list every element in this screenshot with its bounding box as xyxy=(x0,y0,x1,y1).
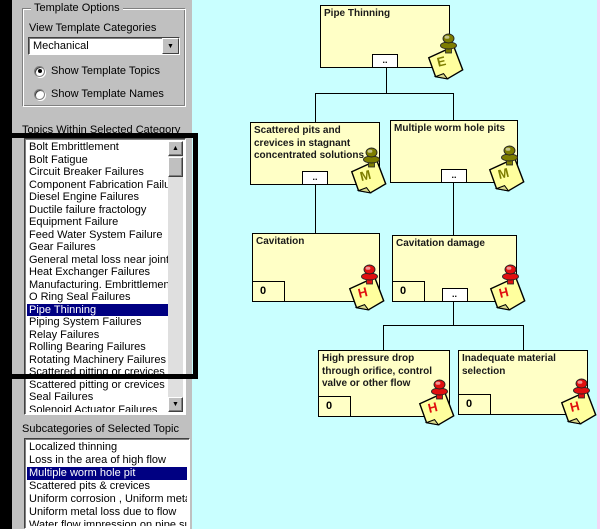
subcategories-rows: Localized thinning Loss in the area of h… xyxy=(27,441,187,526)
node-scattered-pits[interactable]: Scattered pits and crevices in stagnant … xyxy=(250,122,388,197)
list-item[interactable]: Localized thinning xyxy=(29,441,118,453)
connector-line xyxy=(315,93,316,122)
hypothesis-note-icon[interactable]: H xyxy=(488,264,527,314)
hypothesis-note-icon[interactable]: H xyxy=(417,379,456,429)
node-cavitation-damage[interactable]: Cavitation damage 0 .. H xyxy=(392,235,527,314)
list-item[interactable]: Solenoid Actuator Failures xyxy=(29,403,158,413)
template-options-panel: Template Options View Template Categorie… xyxy=(12,0,192,529)
list-item[interactable]: Relay Failures xyxy=(29,328,100,341)
connector-line xyxy=(315,93,454,94)
subcategories-listbox[interactable]: Localized thinning Loss in the area of h… xyxy=(24,438,190,529)
list-item[interactable]: Diesel Engine Failures xyxy=(29,191,140,203)
right-edge-strip xyxy=(597,0,600,529)
list-item-selected[interactable]: Multiple worm hole pit xyxy=(27,467,187,480)
list-item[interactable]: Seal Failures xyxy=(29,391,94,403)
radio-circle-icon[interactable] xyxy=(34,88,45,100)
expand-button[interactable]: .. xyxy=(441,288,468,302)
expand-button[interactable]: .. xyxy=(302,171,328,185)
scroll-down-icon[interactable]: ▼ xyxy=(168,397,183,412)
node-cavitation[interactable]: Cavitation 0 H xyxy=(252,233,386,314)
left-edge-strip xyxy=(0,0,12,529)
node-multiple-worm-hole-pits[interactable]: Multiple worm hole pits .. M xyxy=(390,120,526,195)
connector-line xyxy=(453,183,454,235)
count-field[interactable]: 0 xyxy=(458,394,491,415)
list-item[interactable]: Rolling Bearing Failures xyxy=(29,341,146,353)
list-item[interactable]: Rotating Machinery Failures xyxy=(29,353,166,366)
connector-line xyxy=(383,325,524,326)
list-item[interactable]: Bolt Fatigue xyxy=(29,153,88,166)
count-field[interactable]: 0 xyxy=(318,396,351,417)
count-field[interactable]: 0 xyxy=(392,281,425,302)
event-note-icon[interactable]: E xyxy=(426,33,465,83)
list-item[interactable]: Uniform corrosion , Uniform metal l xyxy=(29,493,187,505)
hypothesis-note-icon[interactable]: H xyxy=(559,378,598,428)
topics-listbox[interactable]: Bolt Embrittlement Bolt Fatigue Circuit … xyxy=(24,138,186,415)
connector-line xyxy=(453,93,454,120)
connector-line xyxy=(523,325,524,350)
radio-show-template-topics[interactable]: Show Template Topics xyxy=(34,65,160,77)
node-high-pressure-drop[interactable]: High pressure drop through orifice, cont… xyxy=(318,350,456,429)
connector-line xyxy=(453,302,454,325)
dropdown-arrow-icon[interactable]: ▼ xyxy=(162,38,179,54)
scroll-up-icon[interactable]: ▲ xyxy=(168,141,183,156)
subcategories-list-label: Subcategories of Selected Topic xyxy=(22,423,179,435)
radio-show-template-names[interactable]: Show Template Names xyxy=(34,88,164,100)
list-item-selected[interactable]: Pipe Thinning xyxy=(27,303,168,316)
expand-button[interactable]: .. xyxy=(441,169,467,183)
node-pipe-thinning[interactable]: Pipe Thinning .. E xyxy=(320,5,465,83)
topics-rows: Bolt Embrittlement Bolt Fatigue Circuit … xyxy=(27,141,168,412)
list-item[interactable]: Water flow impression on pipe surf xyxy=(29,519,187,526)
expand-button[interactable]: .. xyxy=(372,54,398,68)
list-item[interactable]: Scattered pitting or crevices in xyxy=(29,378,168,391)
connector-line xyxy=(383,325,384,350)
topics-scrollbar[interactable]: ▲ ▼ xyxy=(168,141,183,412)
view-categories-label: View Template Categories xyxy=(29,22,157,34)
list-item[interactable]: Heat Exchanger Failures xyxy=(29,266,151,278)
category-dropdown[interactable]: Mechanical ▼ xyxy=(28,37,180,55)
list-item[interactable]: Loss in the area of high flow xyxy=(29,454,166,466)
list-item[interactable]: Scattered pits & crevices xyxy=(29,480,151,492)
list-item[interactable]: Uniform metal loss due to flow xyxy=(29,506,177,518)
scroll-thumb[interactable] xyxy=(168,157,183,177)
list-item[interactable]: Scattered pitting or crevices in xyxy=(29,366,168,378)
list-item[interactable]: Feed Water System Failure xyxy=(29,228,163,241)
list-item[interactable]: Gear Failures xyxy=(29,241,96,253)
count-field[interactable]: 0 xyxy=(252,281,285,302)
list-item[interactable]: Equipment Failure xyxy=(29,216,119,228)
groupbox-title: Template Options xyxy=(31,2,123,14)
list-item[interactable]: General metal loss near joints o xyxy=(29,253,168,266)
node-inadequate-material[interactable]: Inadequate material selection 0 H xyxy=(458,350,598,428)
template-options-groupbox: Template Options View Template Categorie… xyxy=(22,2,186,107)
list-item[interactable]: Component Fabrication Failures xyxy=(29,178,168,191)
connector-line xyxy=(386,68,387,93)
radio-circle-icon[interactable] xyxy=(34,65,45,77)
category-dropdown-value: Mechanical xyxy=(33,40,89,52)
list-item[interactable]: O Ring Seal Failures xyxy=(29,291,131,303)
mode-note-icon[interactable]: M xyxy=(487,145,526,195)
list-item[interactable]: Piping System Failures xyxy=(29,316,142,328)
list-item[interactable]: Circuit Breaker Failures xyxy=(29,166,144,178)
hypothesis-note-icon[interactable]: H xyxy=(347,264,386,314)
list-item[interactable]: Ductile failure fractology xyxy=(29,203,147,216)
connector-line xyxy=(315,185,316,233)
mode-note-icon[interactable]: M xyxy=(349,147,388,197)
list-item[interactable]: Manufacturing. Embrittlement xyxy=(29,278,168,291)
topics-list-label: Topics Within Selected Category xyxy=(22,124,181,136)
list-item[interactable]: Bolt Embrittlement xyxy=(29,141,119,153)
